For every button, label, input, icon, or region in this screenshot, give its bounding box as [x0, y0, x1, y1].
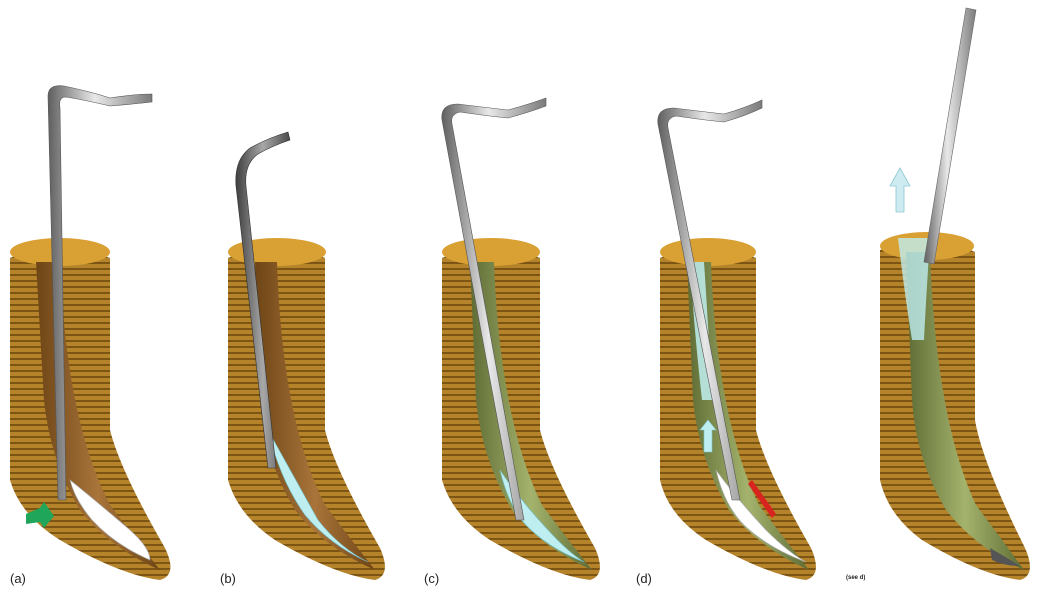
- panel-c: (c): [424, 98, 600, 586]
- small-caption: (see d): [846, 575, 865, 581]
- panel-a: (a): [10, 86, 170, 586]
- tooth-crown-top: [660, 238, 756, 266]
- tooth-root: [10, 248, 170, 580]
- tooth-root: [880, 241, 1030, 580]
- panel-b: (b): [220, 132, 385, 586]
- outflow-arrow-icon: [890, 168, 910, 212]
- panel-e: (see d): [846, 8, 1030, 581]
- panel-d: (d): [636, 100, 816, 586]
- panel-label-a: (a): [10, 571, 26, 586]
- tooth-root: [660, 248, 816, 580]
- irrigation-needle: [924, 8, 976, 264]
- tooth-crown-top: [442, 238, 540, 266]
- tooth-root: [442, 248, 600, 580]
- panel-label-c: (c): [424, 571, 439, 586]
- panel-label-b: (b): [220, 571, 236, 586]
- panel-label-d: (d): [636, 571, 652, 586]
